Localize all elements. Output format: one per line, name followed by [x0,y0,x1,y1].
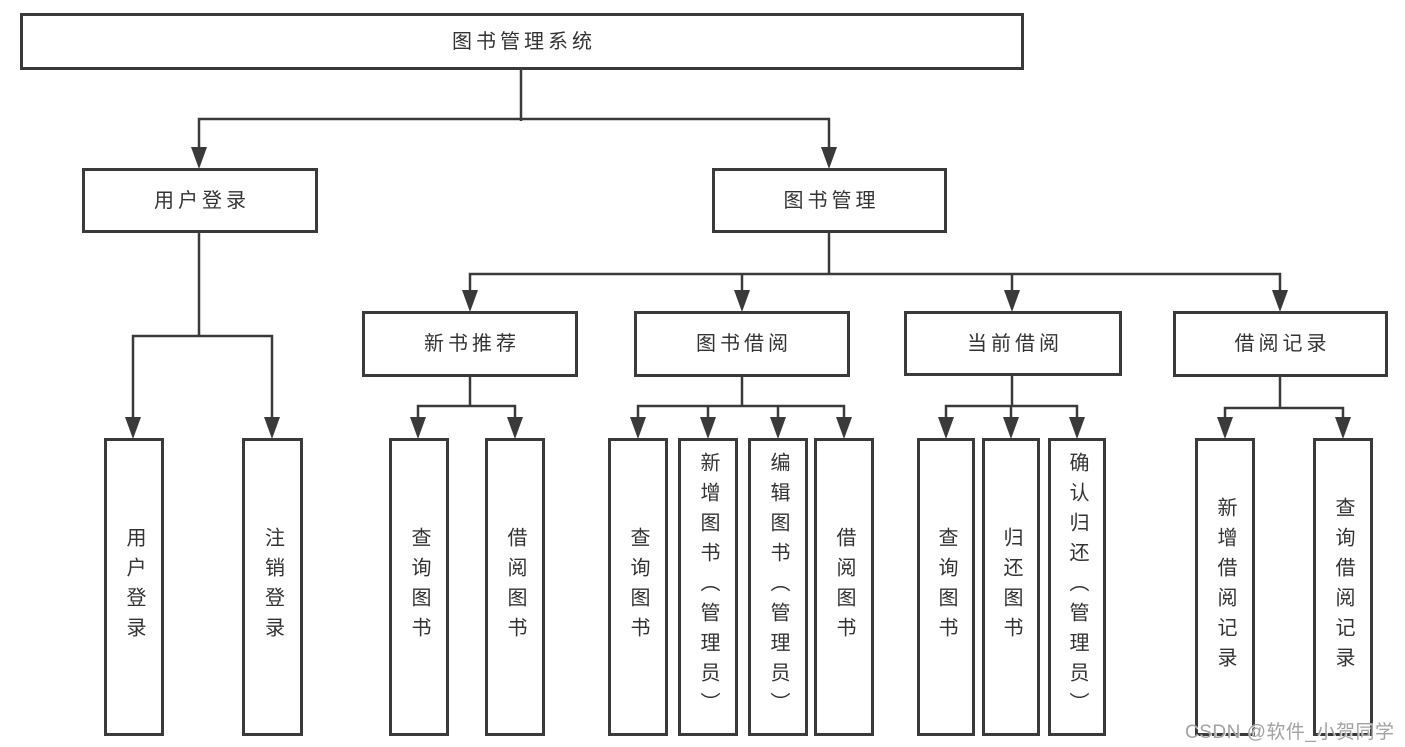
arrow-head-icon [821,147,837,169]
node-label: 新增图书（管理员） [697,452,719,722]
connector-current-borrowing-to-leaves [938,376,1085,439]
arrow-head-icon [507,417,523,439]
leaf-borrowing-borrow-books: 借阅图书 [814,438,874,736]
leaf-recommend-borrow-books: 借阅图书 [485,438,545,736]
leaf-current-return-books: 归还图书 [982,438,1040,736]
node-label: 查询图书 [935,527,957,647]
node-current-borrowing: 当前借阅 [904,311,1122,376]
arrow-head-icon [938,417,954,439]
connector-book-borrowing-to-leaves [630,376,852,439]
node-label: 查询图书 [408,527,430,647]
node-label: 查询图书 [627,527,649,647]
node-label: 借阅图书 [833,527,855,647]
node-label: 查询借阅记录 [1332,497,1354,677]
arrow-head-icon [770,417,786,439]
node-system-root: 图书管理系统 [20,13,1024,70]
leaf-user-login: 用户登录 [104,438,164,736]
connector-new-book-recommend-to-leaves [410,376,523,439]
node-book-borrowing: 图书借阅 [634,311,850,377]
node-label: 归还图书 [1000,527,1022,647]
arrow-head-icon [1272,290,1288,312]
node-label: 编辑图书（管理员） [767,452,789,722]
csdn-watermark: CSDN @软件_小贺同学 [1185,722,1395,743]
connector-user-login-to-leaves [125,232,280,439]
node-label: 确认归还（管理员） [1066,452,1088,722]
node-book-management: 图书管理 [712,168,947,233]
leaf-current-query-books: 查询图书 [917,438,975,736]
node-label: 当前借阅 [967,332,1063,355]
node-label: 图书借阅 [696,333,792,355]
arrow-head-icon [630,417,646,439]
arrow-head-icon [1004,290,1020,312]
arrow-head-icon [1335,417,1351,439]
connector-borrow-records-to-leaves [1217,376,1351,439]
node-label: 新书推荐 [424,333,520,355]
node-label: 图书管理系统 [452,30,596,53]
connector-book-management-to-level3 [462,233,1288,312]
node-label: 用户登录 [154,189,250,212]
node-label: 注销登录 [261,527,284,647]
arrow-head-icon [1003,417,1019,439]
node-label: 借阅记录 [1234,333,1331,355]
node-user-login: 用户登录 [82,168,318,233]
node-borrow-records: 借阅记录 [1173,311,1388,377]
node-label: 图书管理 [783,189,880,212]
leaf-recommend-query-books: 查询图书 [389,438,449,736]
node-label: 新增借阅记录 [1214,497,1236,677]
arrow-head-icon [1069,417,1085,439]
node-label: 借阅图书 [504,527,526,647]
arrow-head-icon [1217,417,1233,439]
connector-root-to-level2 [191,69,837,169]
leaf-logout: 注销登录 [242,438,303,736]
arrow-head-icon [734,290,750,312]
arrow-head-icon [191,147,207,169]
leaf-borrowing-add-books-admin: 新增图书（管理员） [678,438,738,736]
arrow-head-icon [836,417,852,439]
arrow-head-icon [462,290,478,312]
arrow-head-icon [700,417,716,439]
leaf-current-confirm-return-admin: 确认归还（管理员） [1048,438,1106,736]
arrow-head-icon [264,417,280,439]
leaf-records-query-record: 查询借阅记录 [1313,438,1373,736]
arrow-head-icon [125,417,141,439]
leaf-records-add-record: 新增借阅记录 [1195,438,1255,736]
node-new-book-recommend: 新书推荐 [362,311,578,377]
leaf-borrowing-query-books: 查询图书 [608,438,668,736]
arrow-head-icon [410,417,426,439]
leaf-borrowing-edit-books-admin: 编辑图书（管理员） [748,438,808,736]
node-label: 用户登录 [123,527,145,647]
